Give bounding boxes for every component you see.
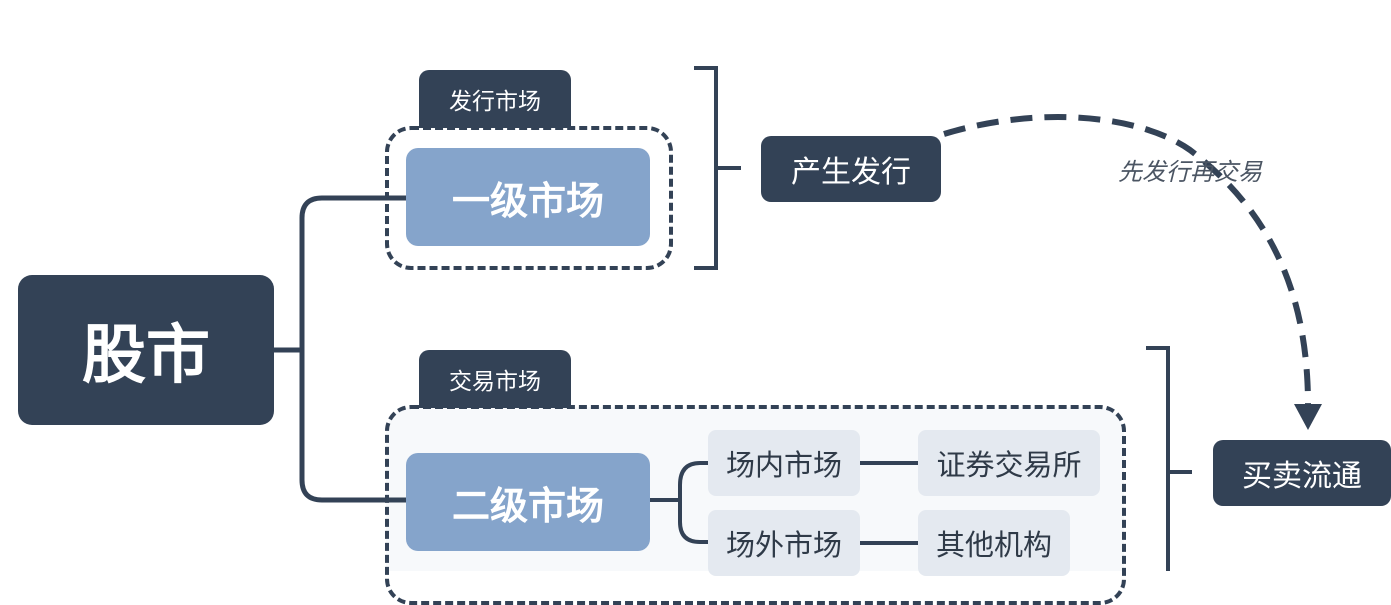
- root-node[interactable]: 股市: [18, 275, 274, 425]
- primary-market-label: 一级市场: [451, 178, 604, 223]
- secondary-branch-line: [299, 218, 408, 503]
- secondary-market-label: 二级市场: [451, 483, 604, 528]
- flow-arrowhead: [1294, 404, 1322, 430]
- secondary-bracket: [1146, 346, 1170, 571]
- example-node-1[interactable]: 证券交易所: [918, 430, 1100, 496]
- example-label-1: 证券交易所: [936, 448, 1082, 482]
- venue-label-1: 场内市场: [725, 448, 842, 482]
- primary-market-node[interactable]: 一级市场: [406, 148, 650, 246]
- flow-dashed-curve: [943, 114, 1311, 406]
- primary-tab-label: 发行市场: [449, 89, 541, 115]
- venue-node-2[interactable]: 场外市场: [708, 510, 860, 576]
- primary-dashed-frame: [385, 126, 673, 270]
- secondary-tab-label: 交易市场: [449, 369, 541, 395]
- secondary-result-node[interactable]: 买卖流通: [1213, 440, 1391, 506]
- example-label-2: 其他机构: [935, 528, 1052, 562]
- secondary-result-label: 买卖流通: [1242, 459, 1362, 494]
- primary-result-node[interactable]: 产生发行: [761, 136, 941, 202]
- primary-tab: 发行市场: [419, 70, 571, 128]
- example-node-2[interactable]: 其他机构: [918, 510, 1070, 576]
- flow-note: 先发行再交易: [1118, 152, 1298, 186]
- root-label: 股市: [82, 319, 210, 393]
- secondary-tab: 交易市场: [419, 350, 571, 408]
- secondary-market-node[interactable]: 二级市场: [406, 453, 650, 551]
- secondary-sub-branches: [650, 461, 710, 544]
- venue-node-1[interactable]: 场内市场: [708, 430, 860, 496]
- primary-branch-line: [299, 195, 408, 219]
- venue-label-2: 场外市场: [725, 528, 842, 562]
- primary-bracket: [694, 66, 718, 270]
- primary-result-label: 产生发行: [791, 155, 911, 190]
- flow-note-label: 先发行再交易: [1118, 158, 1262, 186]
